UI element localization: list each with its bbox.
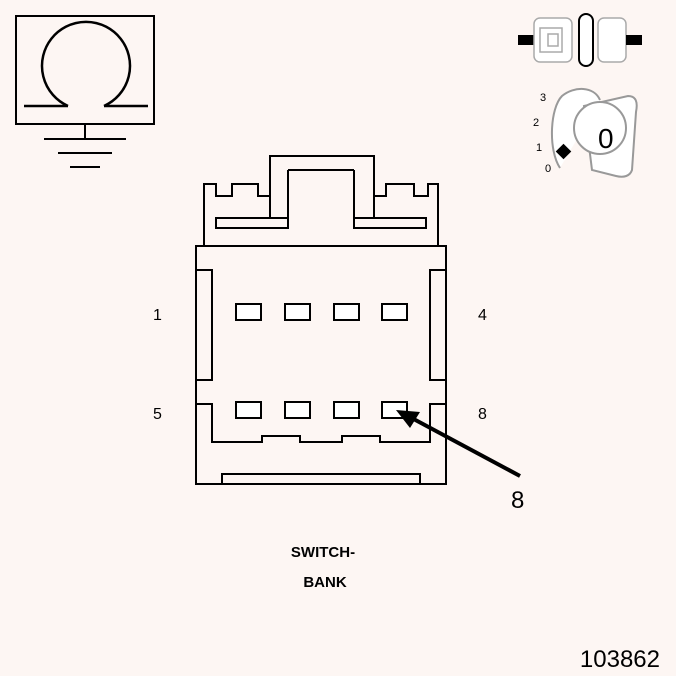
omega-glyph: [40, 20, 132, 108]
pin-cavities: [235, 303, 408, 419]
pin-label-4: 4: [478, 307, 487, 324]
pin-cavity-5: [235, 401, 262, 419]
pin-cavity-1: [235, 303, 262, 321]
key-barrel: [573, 101, 627, 155]
callout-pin-number: 8: [511, 487, 524, 514]
key-position-1: 1: [536, 142, 542, 154]
connector-name-line-1: SWITCH-: [291, 544, 355, 561]
pin-cavity-7: [333, 401, 360, 419]
key-pointer: [555, 143, 572, 160]
connector-body: [195, 155, 447, 485]
pin-label-1: 1: [153, 307, 162, 324]
pin-cavity-4: [381, 303, 408, 321]
connector-name-line-2: BANK: [303, 574, 346, 591]
connector-separator: [578, 13, 594, 67]
left-rail-upper: [196, 269, 213, 381]
ohmmeter-box: [15, 15, 155, 125]
ohmmeter-ground-icon: [15, 15, 155, 168]
pin-label-5: 5: [153, 406, 162, 423]
ignition-key-icon: 3 2 1 0 0: [533, 88, 638, 178]
key-position-2: 2: [533, 117, 539, 129]
key-position-0: 0: [545, 163, 551, 175]
right-rail-upper: [429, 269, 446, 381]
figure-number: 103862: [580, 646, 660, 673]
key-label: 0: [598, 123, 614, 154]
callout-arrow: [396, 410, 521, 478]
pin-cavity-6: [284, 401, 311, 419]
pin-label-8: 8: [478, 406, 487, 423]
pin-cavity-3: [333, 303, 360, 321]
key-position-3: 3: [540, 92, 546, 104]
connector-outline: [195, 155, 447, 485]
left-latch: [215, 217, 289, 229]
pin-cavity-2: [284, 303, 311, 321]
bottom-lip: [221, 473, 421, 485]
right-latch: [353, 217, 427, 229]
lower-key-profile: [196, 403, 446, 443]
disconnected-connector-icon: [518, 13, 642, 67]
